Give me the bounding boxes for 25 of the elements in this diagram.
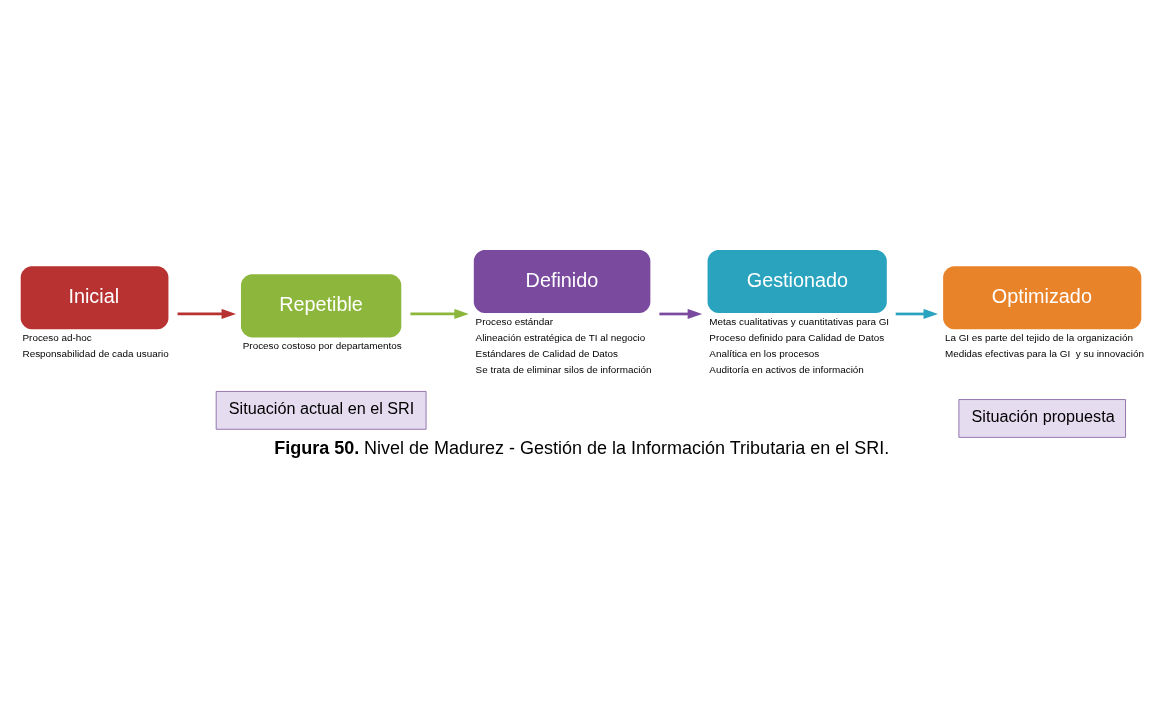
- node-label: La GI es parte del tejido de la organización: [944, 331, 1133, 343]
- node-label: Proceso ad-hoc: [22, 331, 92, 343]
- arrow: [895, 308, 938, 320]
- node-label: Proceso estándar: [475, 315, 554, 327]
- node-label: Analítica en los procesos: [709, 348, 820, 360]
- arrow: [659, 308, 703, 320]
- node-box: Inicial: [20, 266, 169, 330]
- node-label: Responsabilidad de cada usuario: [22, 348, 169, 360]
- node-box: Gestionado: [707, 250, 887, 314]
- caption: Figura 50. Nivel de Madurez - Gestión de la Información Tributaria en el SRI.: [274, 438, 890, 459]
- node-box: Repetible: [240, 274, 402, 338]
- node-label: Proceso definido para Calidad de Datos: [709, 331, 885, 343]
- node-box: Optimizado: [943, 266, 1142, 330]
- node-label: Proceso costoso por departamentos: [242, 339, 402, 351]
- arrow: [177, 308, 236, 320]
- arrow: [410, 308, 469, 320]
- node-box: Definido: [473, 250, 651, 314]
- node-label: Metas cualitativas y cuantitativas para GI: [709, 315, 890, 327]
- node-box: Situación propuesta: [958, 399, 1126, 438]
- node-label: Estándares de Calidad de Datos: [475, 348, 619, 360]
- node-label: Auditoría en activos de información: [709, 364, 864, 376]
- node-label: Alineación estratégica de TI al negocio: [475, 331, 646, 343]
- node-box: Situación actual en el SRI: [215, 391, 427, 430]
- node-label: Se trata de eliminar silos de información: [475, 364, 652, 376]
- node-label: Medidas efectivas para la GI y su innovación: [944, 348, 1144, 360]
